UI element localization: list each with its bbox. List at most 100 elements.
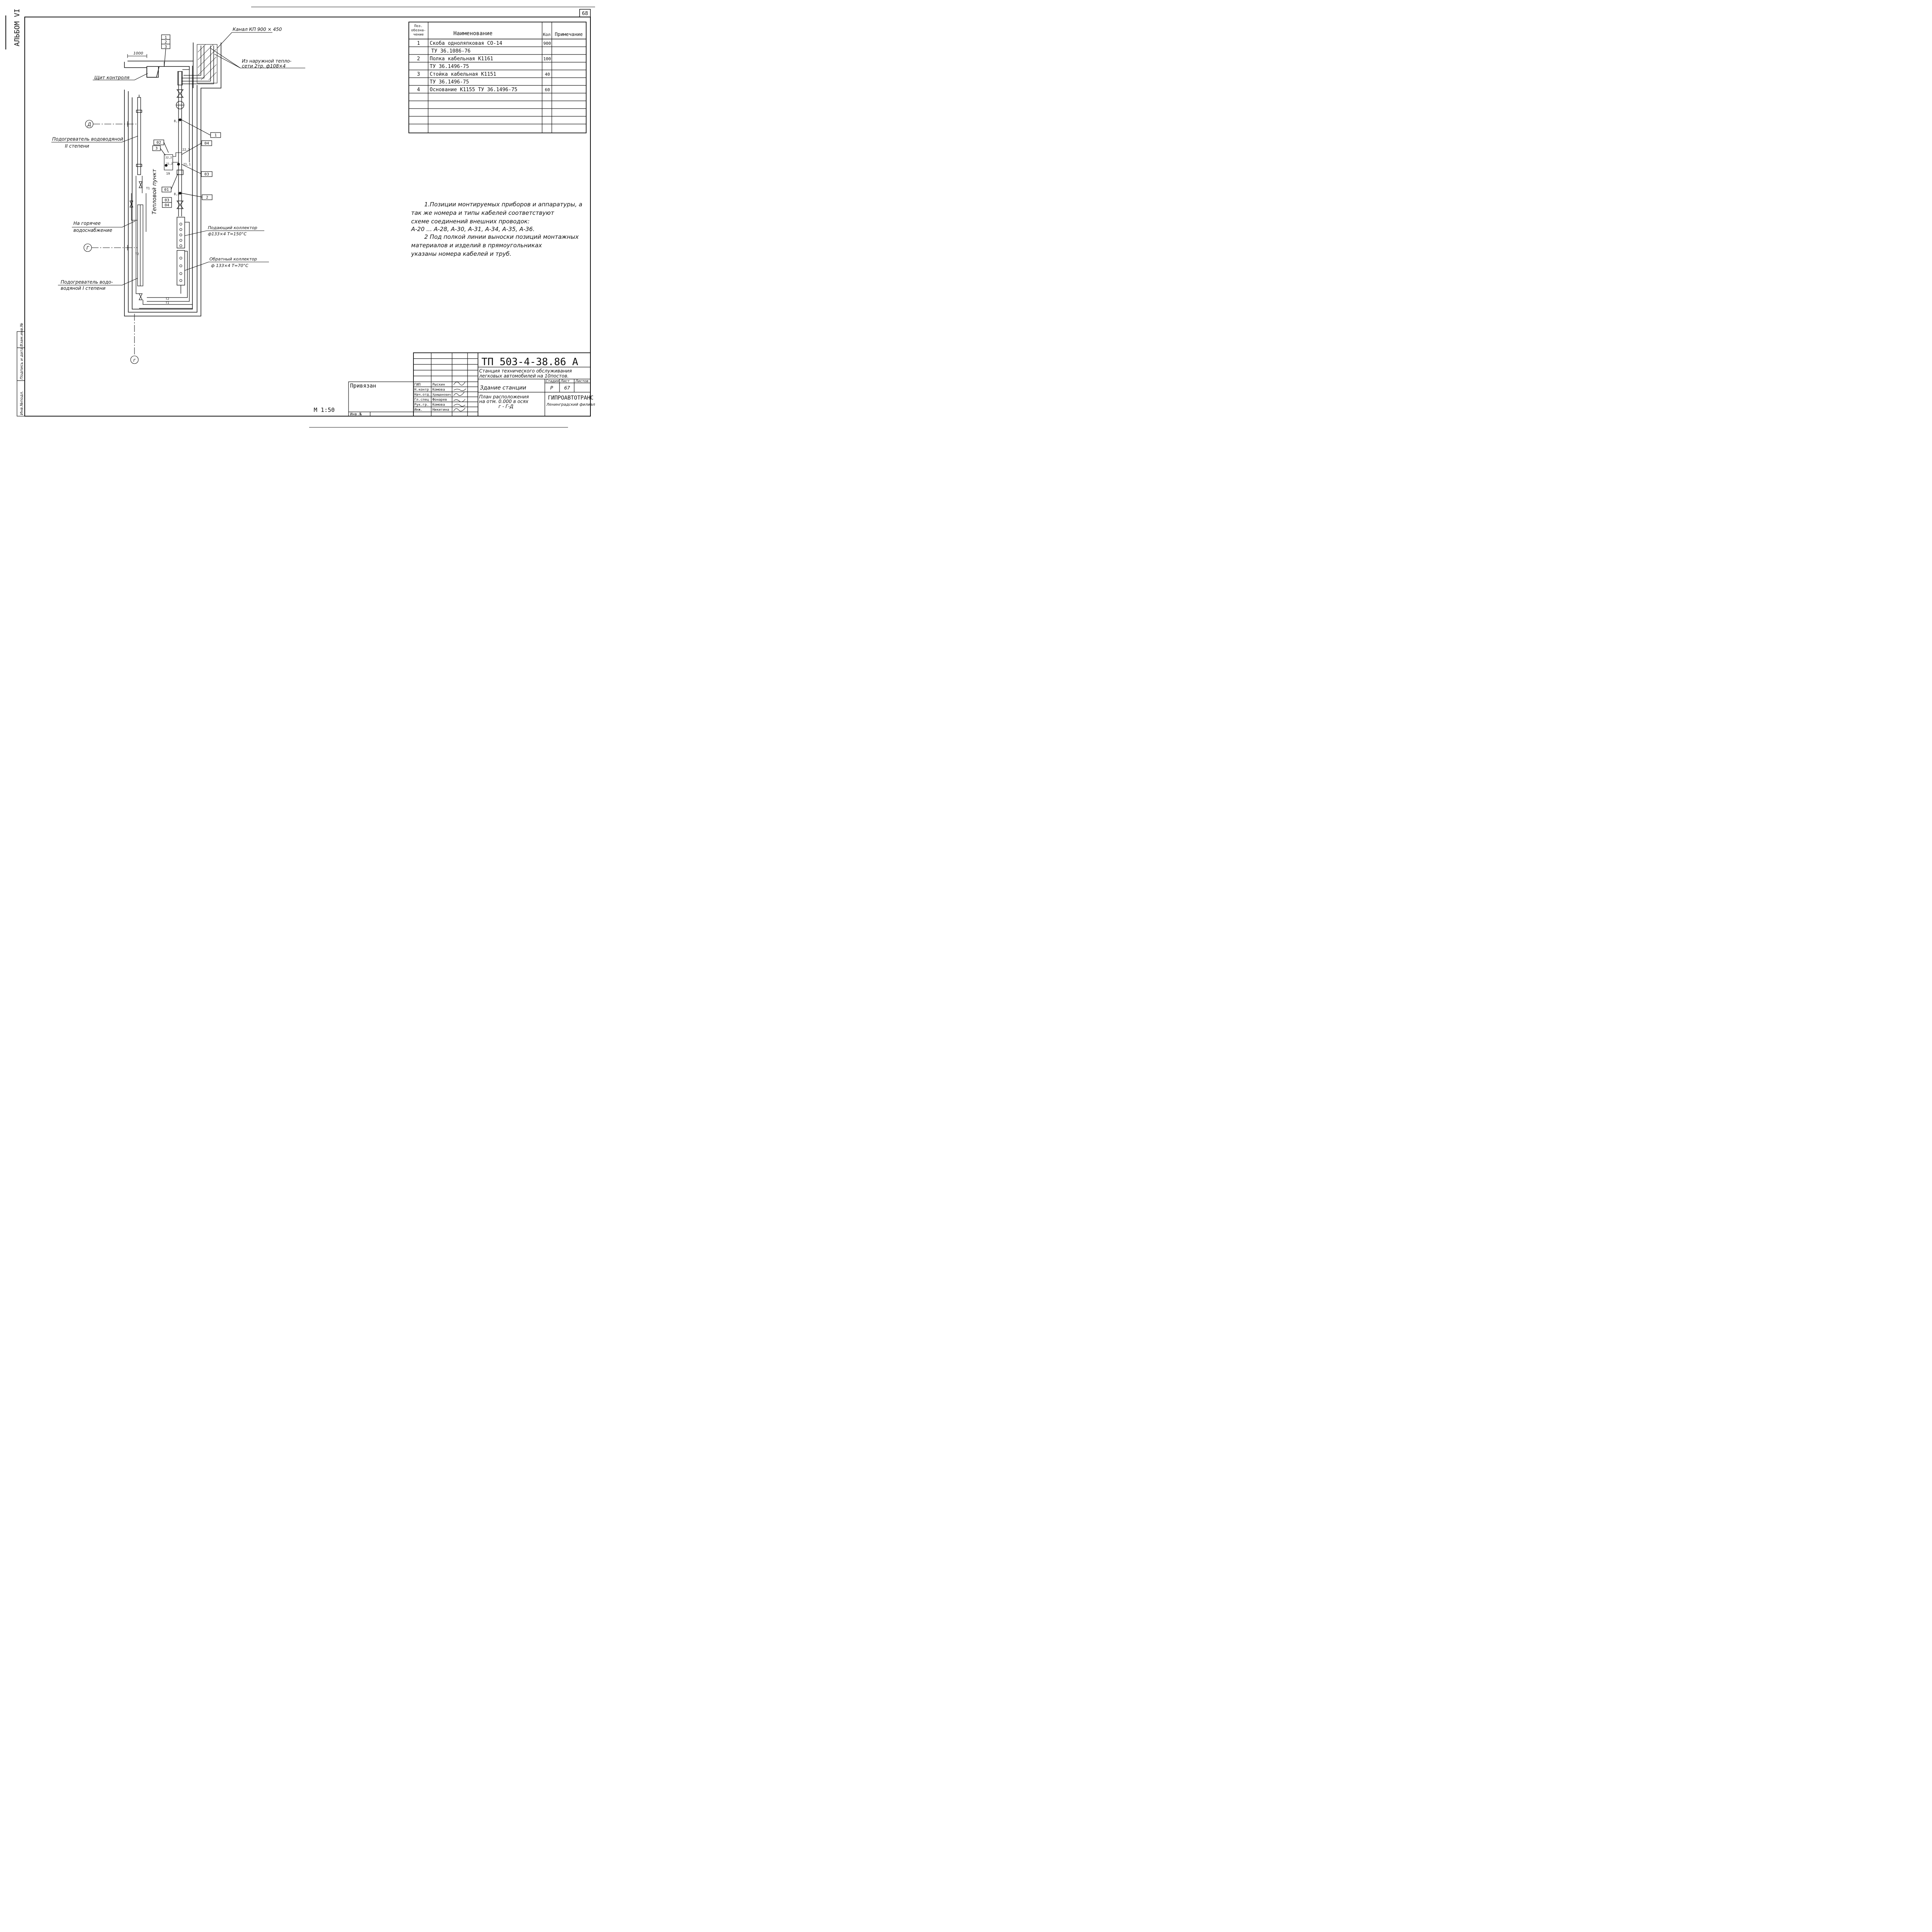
scale-label: М 1:50 (314, 406, 335, 413)
name-4: Фонарев (432, 398, 447, 402)
tag-8-1: 8,1 (174, 119, 180, 123)
callout-03: 03 (204, 172, 209, 177)
control-panel-label: Щит контроля (94, 75, 129, 80)
callout-01: 01 (164, 188, 169, 192)
dimension-1000 (127, 54, 147, 58)
axis-g-bottom-label: г (133, 357, 136, 363)
callout-top-1: 1 (165, 36, 167, 40)
return-collector-label-2: ф 133×4 T=70°C (211, 263, 248, 268)
title-branch: Ленинградский филиал (546, 403, 595, 407)
schedule-name: Основание К1155 ТУ 36.1496-75 (430, 87, 517, 93)
callout-3: 3 (155, 146, 158, 151)
tag-21-2: 21,2 (166, 162, 173, 165)
sheet-number: 68 (582, 11, 588, 17)
name-1: Рыскин (432, 383, 445, 387)
title-sheet-head: Лист (560, 379, 570, 383)
schedule-pos: 3 (417, 71, 420, 77)
note-line-4: А-20 ... А-28, А-30, А-31, А-34, А-35, А… (411, 226, 535, 233)
schedule-head-pos-3: чение (413, 33, 423, 37)
return-collector-leader (184, 262, 269, 271)
schedule-row-7: 4 Основание К1155 ТУ 36.1496-75 60 (417, 87, 550, 93)
title-sheet-no: 67 (564, 385, 570, 391)
control-panel-conduit (124, 61, 193, 78)
callout-stack-top (161, 34, 170, 67)
supply-collector-label-2: ф133×4 T=150°C (208, 231, 247, 236)
schedule-row-2: ТУ 36.1086-76 (431, 48, 471, 54)
left-piping (129, 176, 192, 309)
axis-g-bottom-line (130, 314, 139, 364)
album-label-group: АЛЬБОМ VI (13, 9, 21, 46)
note-line-2: так же номера и типы кабелей соответству… (411, 209, 554, 216)
hot-water-label-2: водоснабжение (73, 228, 112, 233)
axis-g-line (83, 243, 137, 252)
title-sheets-head: Листов (575, 379, 588, 383)
role-3: Нач.отд. (414, 393, 431, 397)
side-stamp (17, 331, 25, 417)
title-roles: ГИП Н.контр Нач.отд. Гл.спец Рук.гр. Инж… (414, 383, 431, 412)
heater-2-label-1: Подогреватель водоводяной (52, 136, 123, 142)
heat-point-label: Тепловой пункт (151, 169, 158, 214)
title-code: ТП 503-4-38.86 А (481, 356, 578, 368)
heater-1-label-2: водяной I степени (61, 286, 105, 291)
instrument-cluster (164, 118, 182, 195)
side-stamp-inv: Инв.№подл. (20, 391, 24, 415)
room-outline (124, 43, 221, 316)
schedule-name: Скоба одноляпковая СО-14 (430, 41, 502, 46)
title-sheet-2: на отм. 0.000 в осях (479, 399, 529, 404)
note-line-3: схеме соединений внешних проводок: (411, 218, 530, 225)
title-building: Здание станции (480, 385, 526, 391)
schedule-head-pos-2: обозна- (411, 28, 426, 32)
schedule-name: Полка кабельная К1161 (430, 56, 493, 62)
tag-22-2: 22,2 (165, 156, 172, 159)
title-privyazan: Привязан (350, 383, 376, 389)
schedule-head-pos-1: Поз. (414, 24, 423, 28)
role-1: ГИП (414, 383, 420, 387)
title-block-grid (348, 352, 591, 417)
pipe-t2-label: T2 (135, 252, 139, 256)
hot-water-leader (72, 221, 136, 228)
role-4: Гл.спец (414, 398, 429, 402)
title-project-2: легковых автомобилей на 10постов. (479, 373, 569, 379)
tag-8-2: 8,2 (174, 192, 180, 196)
heater-1-leader (58, 278, 138, 286)
role-2: Н.контр (414, 388, 429, 392)
tag-22-1: 22,1 (182, 148, 190, 151)
channel-leader (217, 32, 272, 49)
channel-pipes (182, 46, 214, 84)
channel-label: Канал КП 900 × 450 (233, 27, 282, 32)
schedule-name: ТУ 36.1496-75 (430, 79, 469, 85)
album-label: АЛЬБОМ VI (13, 9, 21, 46)
collector-ports (179, 223, 182, 282)
sheet-frame (24, 7, 595, 428)
drawing-sheet: 68 АЛЬБОМ VI Инв.№подл. Подпись и дата В… (5, 7, 595, 428)
schedule-qty: 900 (543, 41, 551, 46)
title-stage: Р (550, 385, 553, 391)
schedule-pos: 2 (417, 56, 420, 62)
schedule-qty: 40 (545, 72, 550, 77)
title-org: ГИПРОАВТОТРАНС (548, 395, 594, 401)
axis-d-line (85, 120, 137, 128)
heater-2 (136, 95, 142, 175)
dimension-1000-label: 1000 (133, 51, 143, 56)
name-5: Комова (432, 403, 445, 407)
schedule-pos: 1 (417, 41, 420, 46)
callout-top-3: 3 (165, 45, 167, 49)
tag-19: 19 (166, 172, 170, 175)
name-2: Комова (432, 388, 445, 392)
axis-d-label: Д (87, 122, 91, 127)
schedule-row-4: ТУ 36.1496-75 (430, 64, 469, 70)
schedule-pos: 4 (417, 87, 420, 93)
schedule-head-qty: Кол (543, 32, 551, 37)
title-sheet-1: План расположения (479, 394, 529, 400)
signatures (453, 381, 466, 412)
heater-2-label-2: II степени (65, 143, 89, 149)
title-sheet-3: г - Г-Д (498, 404, 514, 409)
pipe-t2r-label: T2 (165, 297, 169, 301)
schedule-row-3: 2 Полка кабельная К1161 100 (417, 56, 551, 62)
hot-water-label-1: На горячее (73, 221, 101, 226)
note-line-5: 2 Под полкой линии выноски позиций монта… (424, 233, 579, 240)
callout-04: 04 (204, 141, 209, 146)
role-5: Рук.гр. (414, 403, 429, 407)
tag-21-1: 21,1 (183, 163, 190, 166)
side-stamp-replaces: Взам.инв.№ (20, 323, 24, 347)
